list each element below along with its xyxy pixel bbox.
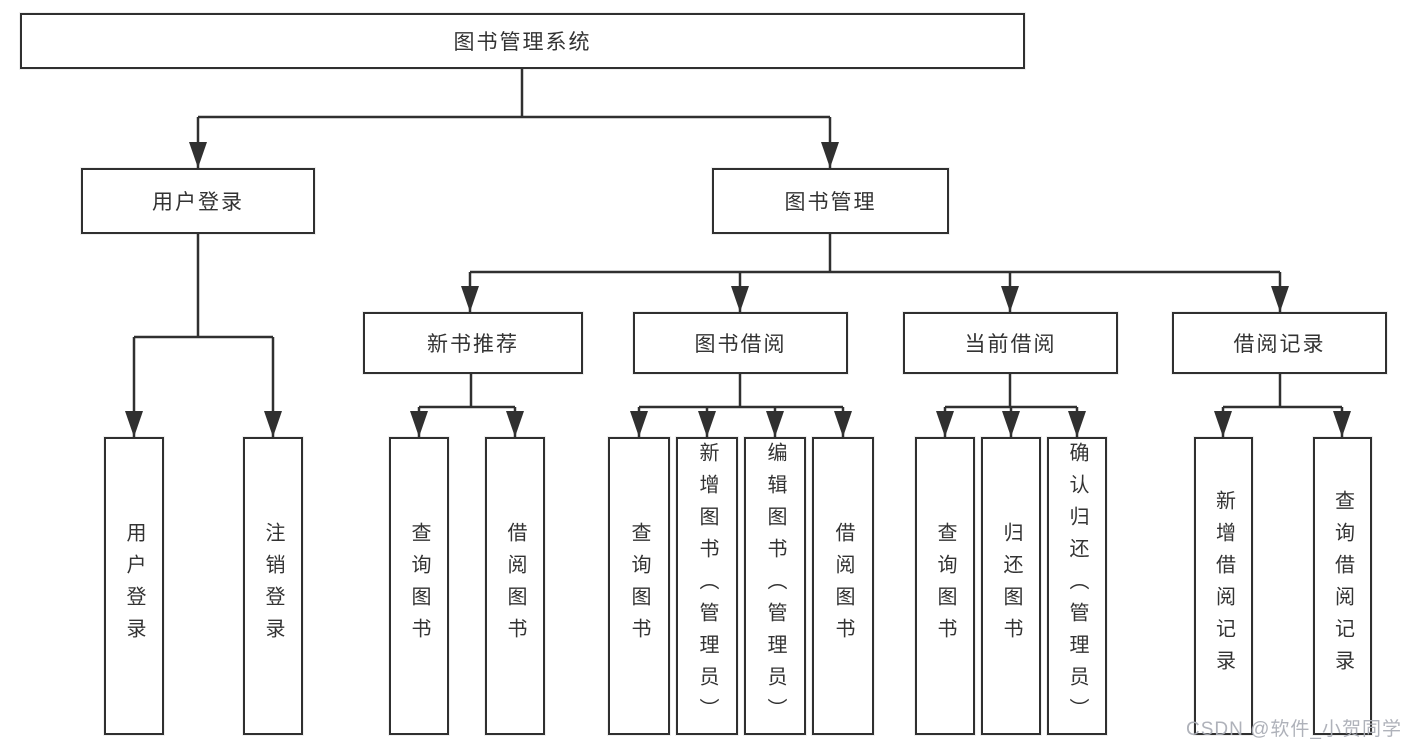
leaf-label: 用户登录 (123, 522, 145, 650)
leaf-label: 查询借阅记录 (1331, 490, 1354, 682)
leaf-add-books-admin: 新增图书（管理员） (676, 437, 738, 735)
leaf-label: 查询图书 (934, 522, 956, 650)
node-new-book-recommend: 新书推荐 (363, 312, 583, 374)
leaf-query-borrow-record: 查询借阅记录 (1313, 437, 1372, 735)
leaf-edit-books-admin: 编辑图书（管理员） (744, 437, 806, 735)
leaf-borrow-books: 借阅图书 (485, 437, 545, 735)
leaf-add-borrow-record: 新增借阅记录 (1194, 437, 1253, 735)
node-user-login: 用户登录 (81, 168, 315, 234)
leaf-label: 编辑图书（管理员） (764, 442, 786, 730)
leaf-label: 借阅图书 (832, 522, 854, 650)
leaf-borrow-books: 借阅图书 (812, 437, 874, 735)
leaf-query-books: 查询图书 (608, 437, 670, 735)
leaf-query-books: 查询图书 (915, 437, 975, 735)
leaf-return-books: 归还图书 (981, 437, 1041, 735)
node-book-borrowing: 图书借阅 (633, 312, 848, 374)
leaf-label: 归还图书 (1000, 522, 1022, 650)
leaf-label: 注销登录 (262, 522, 284, 650)
leaf-user-login: 用户登录 (104, 437, 164, 735)
leaf-query-books: 查询图书 (389, 437, 449, 735)
leaf-label: 借阅图书 (504, 522, 526, 650)
leaf-confirm-return-admin: 确认归还（管理员） (1047, 437, 1107, 735)
node-book-management: 图书管理 (712, 168, 949, 234)
leaf-label: 查询图书 (628, 522, 650, 650)
node-borrowing-records: 借阅记录 (1172, 312, 1387, 374)
node-current-borrowing: 当前借阅 (903, 312, 1118, 374)
leaf-label: 新增图书（管理员） (696, 442, 718, 730)
leaf-logout: 注销登录 (243, 437, 303, 735)
leaf-label: 查询图书 (408, 522, 430, 650)
leaf-label: 确认归还（管理员） (1066, 442, 1088, 730)
node-root-system: 图书管理系统 (20, 13, 1025, 69)
leaf-label: 新增借阅记录 (1212, 490, 1235, 682)
